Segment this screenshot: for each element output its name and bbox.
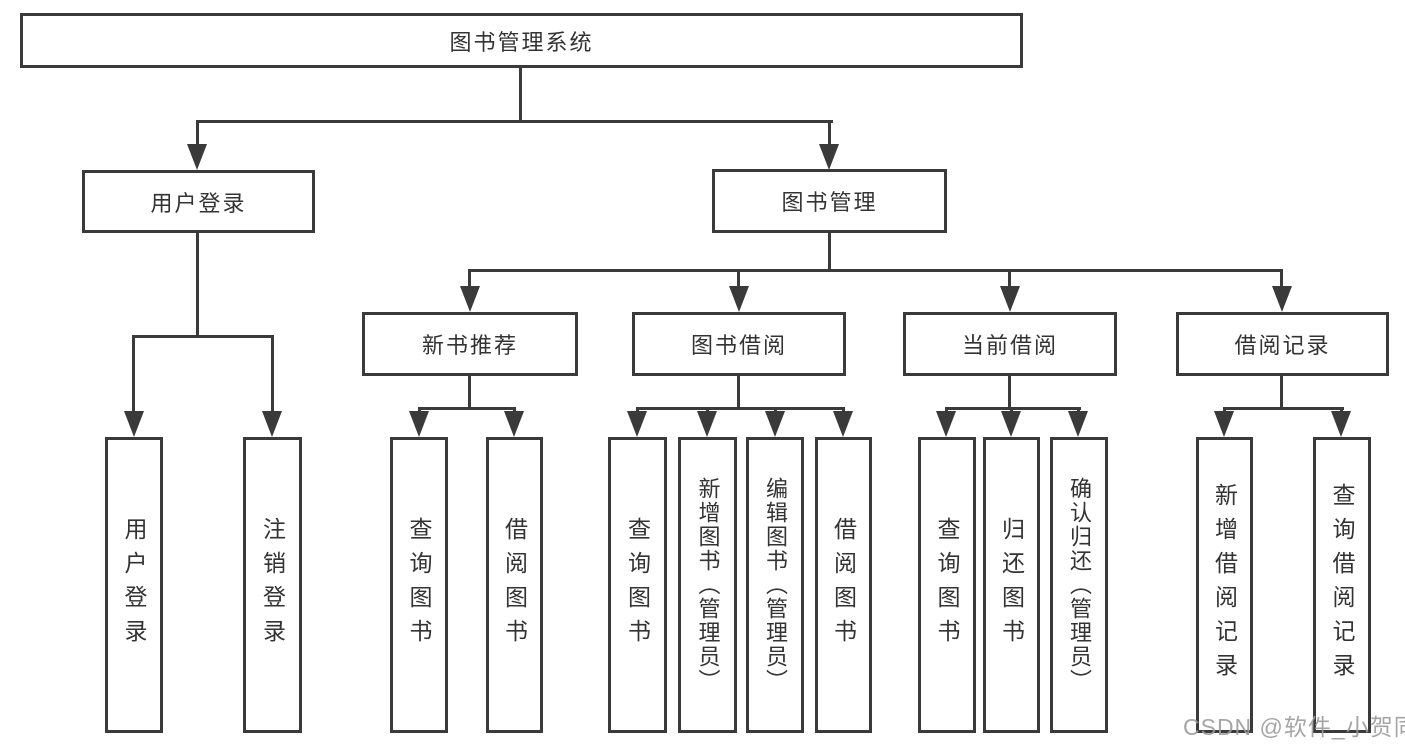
connector-shaft	[636, 407, 639, 413]
connector-root-drop	[519, 68, 522, 123]
arrow-down-icon	[504, 411, 524, 437]
connector-shaft	[513, 407, 516, 413]
leaf-query-books-recommend: 查询图书	[390, 437, 448, 733]
csdn-watermark: CSDN @软件_小贺同学	[1183, 714, 1405, 740]
arrow-down-icon	[765, 411, 785, 437]
arrow-down-icon	[936, 411, 956, 437]
connector-shaft	[271, 335, 274, 413]
connector-shaft	[737, 269, 740, 287]
arrow-down-icon	[1214, 411, 1234, 437]
connector-mgmt-drop	[828, 233, 831, 272]
node-current-borrow: 当前借阅	[903, 312, 1117, 376]
connector-shaft	[945, 407, 948, 413]
connector-login-branch	[133, 335, 274, 338]
arrow-down-icon	[262, 411, 282, 437]
arrow-down-icon	[1068, 411, 1088, 437]
node-root: 图书管理系统	[20, 13, 1023, 68]
connector-drop	[737, 376, 740, 410]
connector-shaft	[1077, 407, 1080, 413]
node-book-borrow: 图书借阅	[632, 312, 846, 376]
connector-shaft	[774, 407, 777, 413]
arrow-down-icon	[1331, 411, 1351, 437]
leaf-confirm-return-admin: 确认归还（管理员）	[1050, 437, 1108, 733]
leaf-add-book-admin: 新增图书（管理员）	[678, 437, 737, 733]
connector-shaft	[706, 407, 709, 413]
leaf-return-books: 归还图书	[983, 437, 1040, 733]
arrow-down-icon	[409, 411, 429, 437]
arrow-down-icon	[124, 411, 144, 437]
leaf-borrow-books: 借阅图书	[815, 437, 872, 733]
leaf-query-books-current: 查询图书	[918, 437, 976, 733]
arrow-down-icon	[1001, 411, 1021, 437]
connector-shaft	[196, 120, 199, 146]
connector-shaft	[842, 407, 845, 413]
leaf-user-login: 用户登录	[105, 437, 163, 733]
connector-branch	[419, 407, 516, 410]
leaf-logout: 注销登录	[243, 437, 302, 733]
leaf-edit-book-admin: 编辑图书（管理员）	[746, 437, 804, 733]
connector-mgmt-branch	[469, 269, 1283, 272]
connector-drop	[468, 376, 471, 410]
connector-shaft	[418, 407, 421, 413]
node-user-login: 用户登录	[82, 170, 315, 233]
connector-branch	[636, 407, 845, 410]
connector-shaft	[828, 120, 831, 146]
connector-branch	[946, 407, 1081, 410]
connector-drop	[1008, 376, 1011, 410]
leaf-query-borrow-record: 查询借阅记录	[1313, 437, 1371, 733]
arrow-down-icon	[697, 411, 717, 437]
arrow-down-icon	[819, 144, 839, 170]
leaf-borrow-books-recommend: 借阅图书	[486, 437, 543, 733]
arrow-down-icon	[1000, 286, 1020, 312]
connector-shaft	[1008, 269, 1011, 287]
node-new-book-recommend: 新书推荐	[362, 312, 578, 376]
connector-shaft	[1223, 407, 1226, 413]
arrow-down-icon	[1272, 286, 1292, 312]
connector-shaft	[1340, 407, 1343, 413]
connector-shaft	[132, 335, 135, 413]
arrow-down-icon	[729, 286, 749, 312]
connector-shaft	[1010, 407, 1013, 413]
arrow-down-icon	[460, 286, 480, 312]
arrow-down-icon	[187, 144, 207, 170]
node-borrow-records: 借阅记录	[1176, 312, 1389, 376]
leaf-add-borrow-record: 新增借阅记录	[1196, 437, 1253, 733]
connector-drop	[1280, 376, 1283, 410]
node-book-management: 图书管理	[712, 169, 947, 233]
arrow-down-icon	[833, 411, 853, 437]
connector-shaft	[1280, 269, 1283, 287]
arrow-down-icon	[627, 411, 647, 437]
connector-login-drop	[196, 233, 199, 337]
connector-branch	[1223, 407, 1344, 410]
connector-level1-branch	[197, 120, 833, 123]
leaf-query-books-borrow: 查询图书	[608, 437, 667, 733]
connector-shaft	[468, 269, 471, 287]
